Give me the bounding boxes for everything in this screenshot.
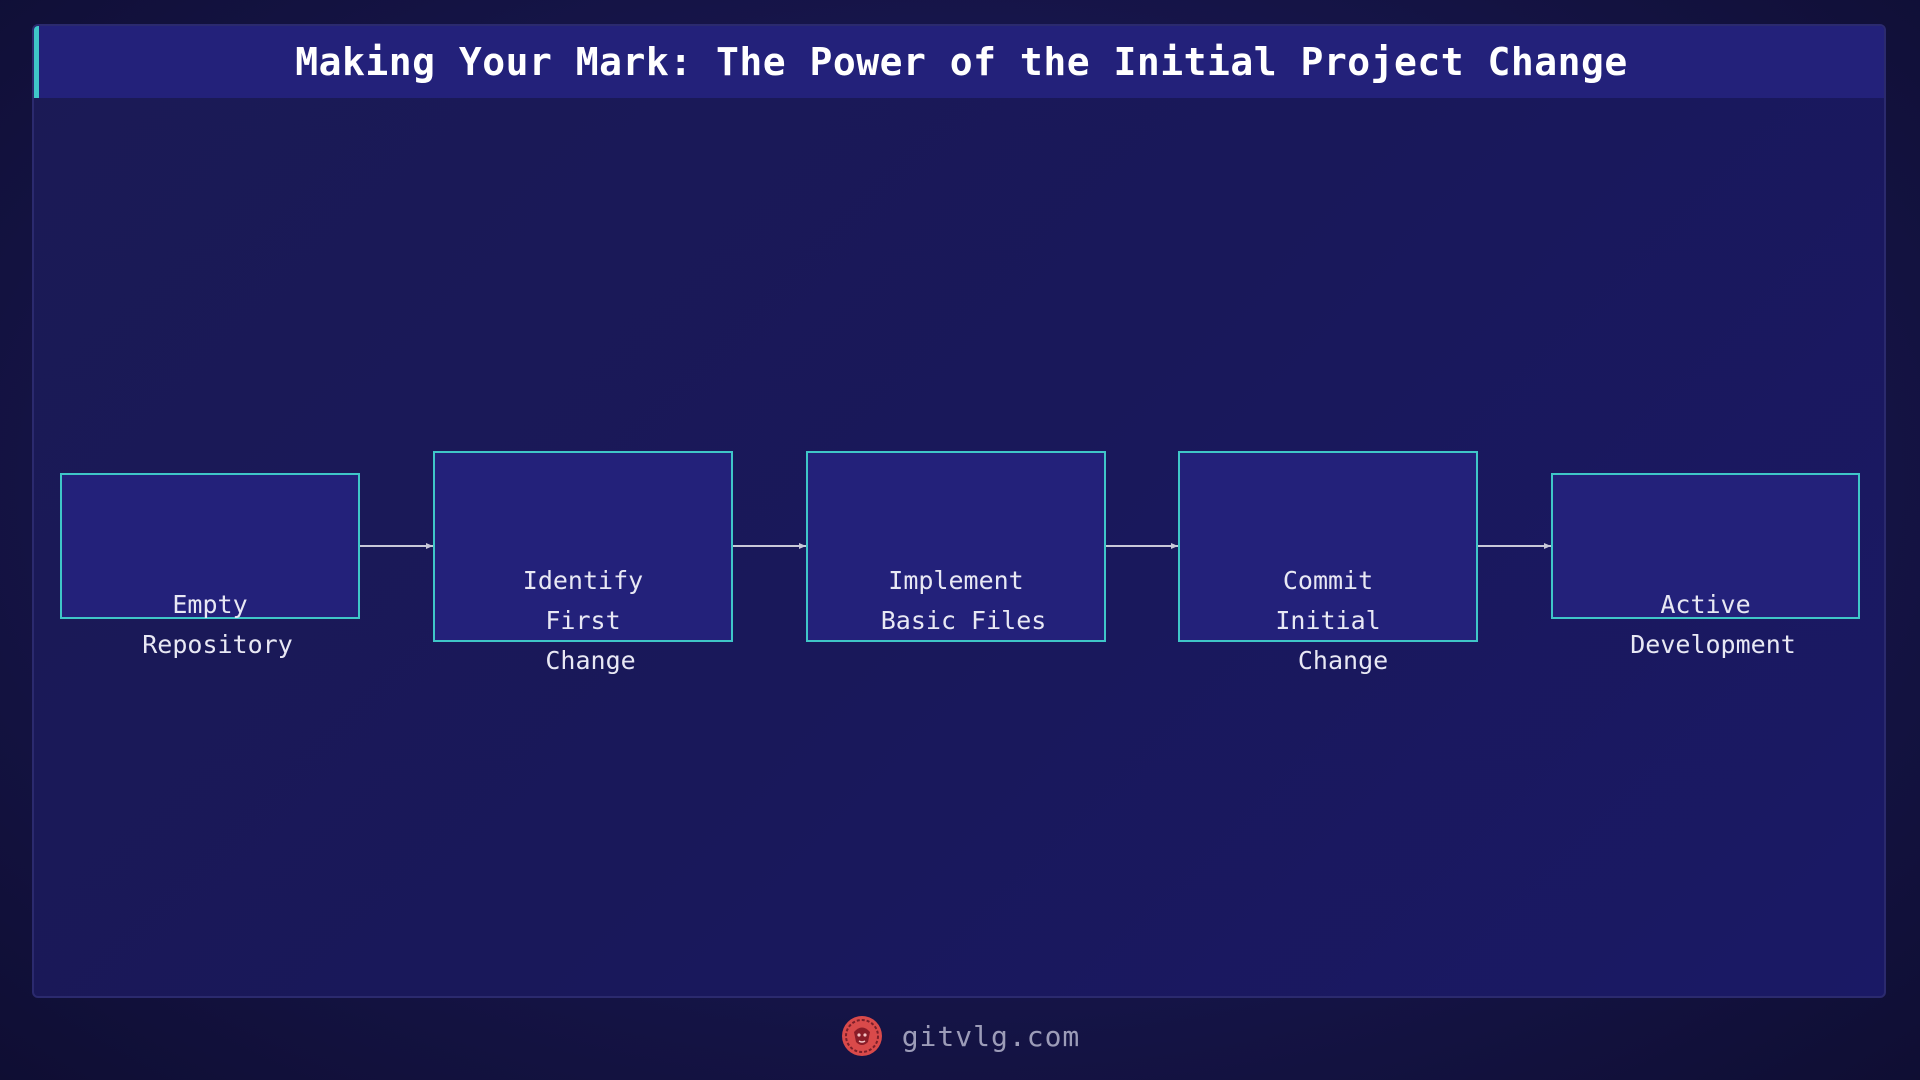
- flow-step-label: Empty Repository: [142, 590, 293, 659]
- title-bar: Making Your Mark: The Power of the Initi…: [34, 26, 1884, 98]
- footer: gitvlg.com: [0, 1012, 1920, 1060]
- flow-step-implement-basic-files: Implement Basic Files: [806, 451, 1106, 642]
- flow-step-label: Identify First Change: [522, 566, 644, 675]
- flow-step-empty-repository: Empty Repository: [60, 473, 360, 659]
- footer-brand[interactable]: gitvlg.com: [901, 1019, 1081, 1053]
- flow-step-active-development: Active Development: [1551, 473, 1860, 659]
- lion-icon: [841, 1016, 882, 1056]
- flow-step-label: Active Development: [1630, 590, 1796, 659]
- flow-step-label: Commit Initial Change: [1275, 566, 1389, 675]
- flow-step-commit-initial-change: Commit Initial Change: [1178, 451, 1478, 675]
- flow-step-label: Implement Basic Files: [880, 566, 1047, 635]
- flow-step-identify-first-change: Identify First Change: [433, 451, 733, 675]
- page-title: Making Your Mark: The Power of the Initi…: [295, 40, 1628, 84]
